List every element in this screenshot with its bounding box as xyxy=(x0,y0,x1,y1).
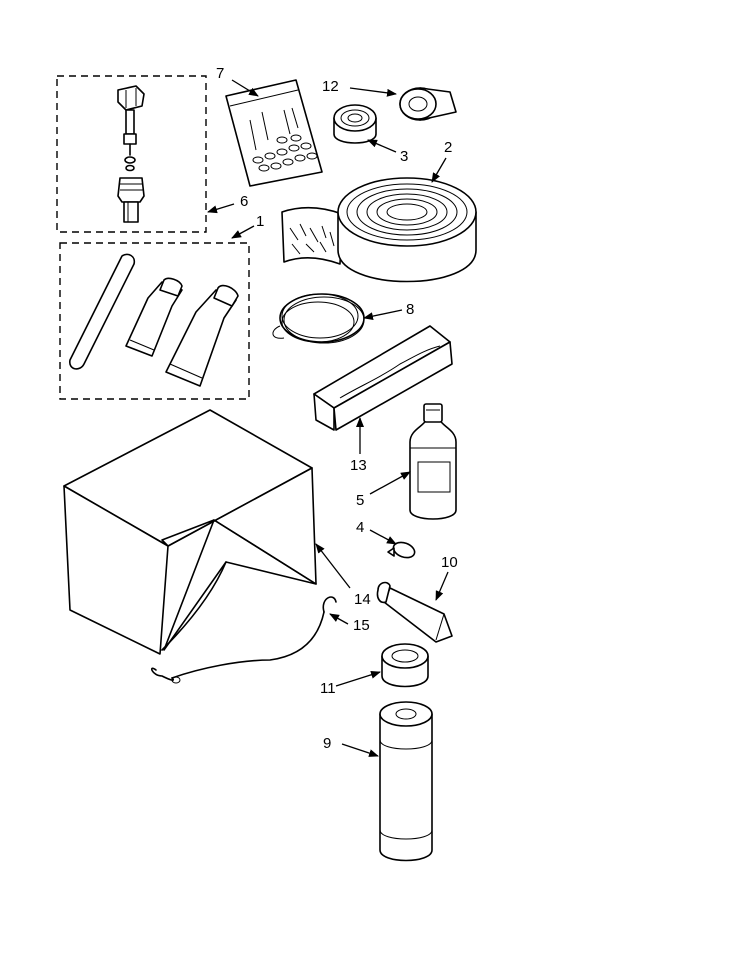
part-14-cover xyxy=(63,409,317,655)
callout-3: 3 xyxy=(400,148,408,165)
part-13-foam-block xyxy=(313,325,453,431)
callout-15: 15 xyxy=(353,617,370,634)
part-11-roll xyxy=(381,643,429,688)
callout-11: 11 xyxy=(320,680,336,697)
leader-arrows xyxy=(207,79,449,757)
part-3-insulation-roll xyxy=(333,104,377,144)
part-15-bungee-cord xyxy=(150,596,337,684)
part-7-bag-of-fittings xyxy=(225,79,323,187)
leader-11 xyxy=(335,670,381,687)
callout-1: 1 xyxy=(256,213,264,230)
leader-8 xyxy=(363,309,403,321)
part-1-sealant-kit xyxy=(59,242,250,400)
part-8-wire-coil xyxy=(272,293,365,344)
part-5-bottle xyxy=(409,403,457,520)
callout-13: 13 xyxy=(350,457,367,474)
leader-14 xyxy=(315,543,351,589)
callout-6: 6 xyxy=(240,193,248,210)
callout-labels: 7 12 3 2 6 1 8 13 5 4 10 14 15 11 9 xyxy=(216,65,458,752)
part-2-foam-tape-roll xyxy=(281,177,477,283)
leader-9 xyxy=(341,743,379,757)
callout-14: 14 xyxy=(354,591,371,608)
leader-3 xyxy=(367,139,397,153)
part-10-tube xyxy=(376,581,453,643)
leader-7 xyxy=(231,79,259,97)
callout-7: 7 xyxy=(216,65,224,82)
leader-1 xyxy=(231,225,255,239)
part-6-valve-assembly xyxy=(56,75,207,233)
leader-5 xyxy=(369,471,411,495)
callout-8: 8 xyxy=(406,301,414,318)
leader-4 xyxy=(369,529,397,545)
leader-10 xyxy=(435,571,449,601)
leader-6 xyxy=(207,203,235,214)
part-9-spray-can xyxy=(379,701,433,862)
part-12-tape-roll xyxy=(399,87,457,121)
leader-2 xyxy=(431,157,447,183)
leader-15 xyxy=(329,613,349,625)
callout-4: 4 xyxy=(356,519,364,536)
callout-12: 12 xyxy=(322,78,339,95)
callout-5: 5 xyxy=(356,492,364,509)
callout-2: 2 xyxy=(444,139,452,156)
callout-9: 9 xyxy=(323,735,331,752)
part-4-cap xyxy=(387,541,416,559)
leader-12 xyxy=(349,87,397,97)
callout-10: 10 xyxy=(441,554,458,571)
